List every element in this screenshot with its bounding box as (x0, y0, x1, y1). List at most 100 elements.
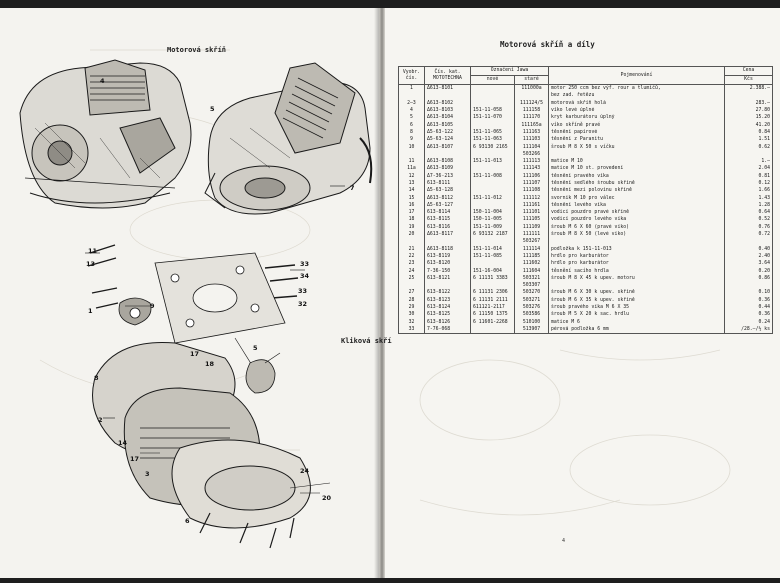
cell-old: 111165a (513, 121, 550, 129)
cell-cat: 613-8122 (424, 289, 471, 297)
cell-old: 111114 (513, 245, 550, 253)
cell-price (724, 92, 774, 100)
cell-cat: 613-8111 (424, 179, 471, 188)
cell-new: 151-11-063 (470, 136, 515, 144)
parts-table: Vyobr. čís. Čís. kat. MOTOTECHNA Označen… (398, 66, 774, 335)
cell-pos: 24 (398, 267, 425, 275)
cell-name: šroub M 8 X 50 s víčku (548, 143, 726, 151)
cell-old: 111000a (513, 84, 550, 93)
cell-price: 0.12 (724, 179, 774, 188)
left-page-title: Motorová skříň (167, 46, 227, 54)
svg-text:17: 17 (130, 455, 139, 463)
cell-cat: Δ5-63-128 (424, 187, 471, 195)
cell-pos: 19 (398, 223, 425, 231)
cell-name: víko skříně pravé (548, 121, 726, 129)
cell-new: 151-11-009 (470, 223, 515, 231)
engine-right-view (204, 62, 373, 215)
svg-text:7: 7 (350, 184, 355, 192)
svg-text:34: 34 (300, 272, 310, 280)
cell-new (470, 150, 515, 158)
cell-price (724, 238, 774, 246)
cell-new (470, 282, 515, 290)
cell-name: těsnění z Paranitu (548, 136, 726, 144)
cell-old: 111170 (513, 114, 550, 122)
cell-new: 6 11131 3383 (470, 274, 515, 283)
cell-pos (398, 150, 425, 158)
cell-price: 0.52 (724, 216, 774, 224)
svg-text:33: 33 (298, 287, 307, 295)
cell-name: podložka k 151-11-013 (548, 245, 726, 253)
cell-price: 0.40 (724, 245, 774, 253)
cell-cat: 7-76-068 (424, 325, 471, 335)
cell-cat: Δ5-63-127 (424, 201, 471, 210)
svg-text:20: 20 (322, 494, 332, 502)
cell-price: 0.36 (724, 311, 774, 319)
cell-old: 111161 (513, 201, 550, 210)
cell-price: 0.44 (724, 303, 774, 312)
callout-numbers: 4 5 7 11 13 33 34 33 32 9 1 17 18 5 2 14… (86, 77, 355, 525)
cell-cat (424, 150, 471, 158)
cell-price (724, 150, 774, 158)
cell-new: 6 11131 2306 (470, 289, 515, 297)
cell-new (470, 201, 515, 210)
cell-old: 111105 (513, 216, 550, 224)
cell-pos: 21 (398, 245, 425, 253)
cell-pos (398, 92, 425, 100)
header-pos: Vyobr. čís. (398, 66, 425, 85)
cell-pos: 28 (398, 296, 425, 304)
cell-cat: Δ613-8108 (424, 157, 471, 166)
cell-price: 0.20 (724, 267, 774, 275)
cell-cat (424, 238, 471, 246)
cell-cat: 613-8123 (424, 296, 471, 304)
cell-new: 6 93130 2165 (470, 143, 515, 151)
cell-pos (398, 282, 425, 290)
cell-name: těsnění levého víka (548, 201, 726, 210)
cell-pos: 4 (398, 106, 425, 115)
svg-text:13: 13 (86, 260, 95, 268)
cell-price: 0.72 (724, 230, 774, 239)
cell-pos: 2—3 (398, 99, 425, 107)
cell-old: 111101 (513, 209, 550, 217)
cell-old (513, 92, 550, 100)
engine-left-view (19, 59, 192, 209)
cell-old: 111124/5 (513, 99, 550, 107)
table-row: 503267 (398, 238, 774, 246)
svg-text:11: 11 (88, 247, 98, 255)
cell-cat: 7-36-150 (424, 267, 471, 275)
cell-old: 510100 (513, 318, 550, 326)
cell-old: 111158 (513, 106, 550, 115)
svg-text:14: 14 (118, 439, 128, 447)
table-row: bez zad. řetězu (398, 92, 774, 100)
cell-old: 111113 (513, 157, 550, 166)
cell-name: šroub M 8 X 45 k upev. motoru (548, 274, 726, 283)
cell-new: 151-11-058 (470, 106, 515, 115)
cell-cat: 613-8121 (424, 274, 471, 283)
cell-cat: Δ613-8112 (424, 194, 471, 202)
cell-new: 6 11601-2268 (470, 318, 515, 326)
cell-old: 111106 (513, 172, 550, 180)
svg-text:3: 3 (145, 470, 150, 478)
cell-old: 111109 (513, 223, 550, 231)
svg-text:17: 17 (190, 350, 199, 358)
cell-cat: Δ5-63-122 (424, 128, 471, 137)
cell-pos: 11 (398, 157, 425, 166)
header-jawa-new: nové (470, 75, 515, 85)
cell-pos: 16 (398, 201, 425, 210)
cell-pos: 11a (398, 165, 425, 173)
cell-cat: 613-8124 (424, 303, 471, 312)
cell-cat: Δ613-8118 (424, 245, 471, 253)
cell-cat: 613-8120 (424, 260, 471, 268)
cell-old: 503271 (513, 296, 550, 304)
cell-name: matice M 10 st. provedení (548, 165, 726, 173)
cell-name: matice M 10 (548, 157, 726, 166)
header-cat: Čís. kat. MOTOTECHNA (424, 66, 471, 85)
cell-price: 2.04 (724, 165, 774, 173)
cell-price: 0.84 (724, 128, 774, 137)
